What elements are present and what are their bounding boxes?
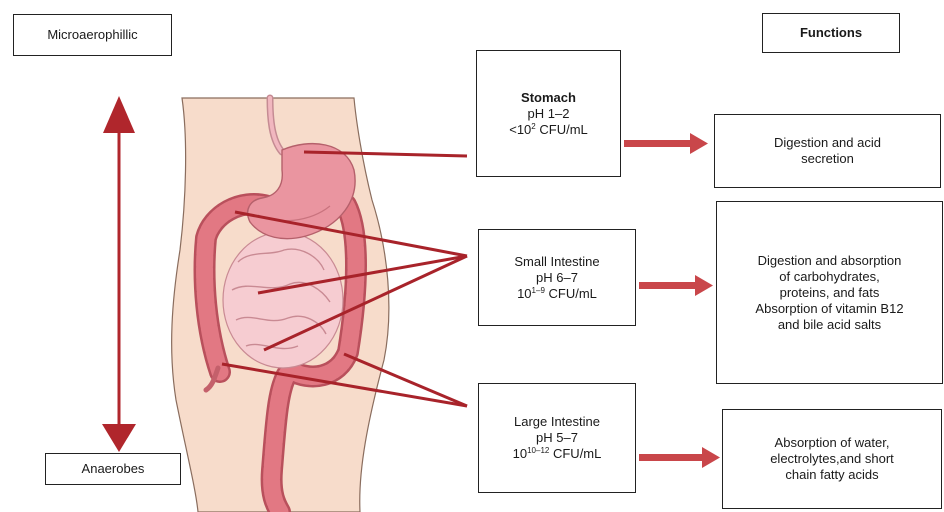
stomach-box: Stomach pH 1–2 <102 CFU/mL bbox=[476, 50, 621, 177]
organ-ph: pH 1–2 bbox=[528, 106, 570, 122]
large-intestine-function-box: Absorption of water, electrolytes,and sh… bbox=[722, 409, 942, 509]
arrow-up-head bbox=[103, 96, 135, 133]
organ-name: Large Intestine bbox=[514, 414, 600, 430]
arrow-down-head bbox=[102, 424, 136, 452]
flow-arrow-large-intestine bbox=[639, 447, 720, 468]
organ-ph: pH 6–7 bbox=[536, 270, 578, 286]
organ-cfu: <102 CFU/mL bbox=[509, 122, 588, 138]
oxygen-gradient-arrow bbox=[102, 96, 136, 452]
organ-name: Stomach bbox=[521, 90, 576, 106]
large-intestine-box: Large Intestine pH 5–7 1010–12 CFU/mL bbox=[478, 383, 636, 493]
stomach-function-box: Digestion and acid secretion bbox=[714, 114, 941, 188]
small-intestine-function-box: Digestion and absorption of carbohydrate… bbox=[716, 201, 943, 384]
flow-arrows bbox=[624, 133, 720, 468]
organ-name: Small Intestine bbox=[514, 254, 599, 270]
flow-arrow-stomach bbox=[624, 133, 708, 154]
organ-ph: pH 5–7 bbox=[536, 430, 578, 446]
small-intestine-box: Small Intestine pH 6–7 101–9 CFU/mL bbox=[478, 229, 636, 326]
organ-cfu: 101–9 CFU/mL bbox=[517, 286, 597, 302]
organ-cfu: 1010–12 CFU/mL bbox=[513, 446, 602, 462]
small-intestine-illustration bbox=[223, 232, 343, 368]
flow-arrow-small-intestine bbox=[639, 275, 713, 296]
